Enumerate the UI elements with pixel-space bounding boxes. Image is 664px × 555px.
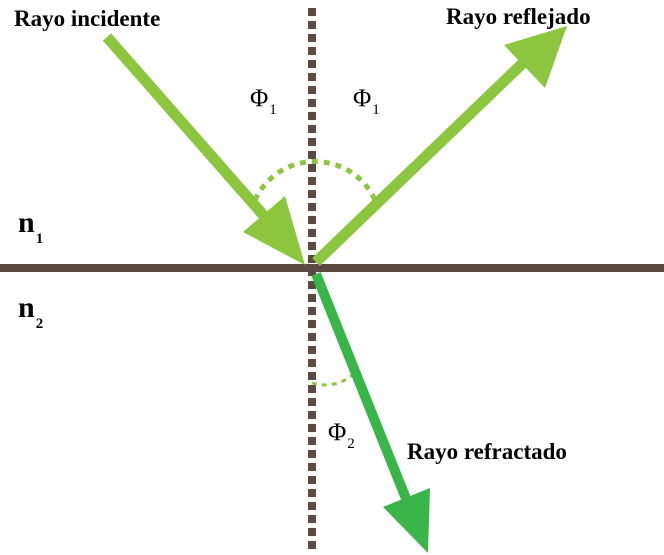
reflected-arrowhead xyxy=(504,26,567,88)
incident-ray xyxy=(102,33,305,265)
refracted-ray-label: Rayo refractado xyxy=(407,439,567,464)
refracted-arrowhead xyxy=(383,488,430,553)
incident-arrowhead xyxy=(243,196,305,265)
reflected-ray xyxy=(312,26,567,266)
angle-arc-refracted xyxy=(311,370,358,387)
angle-reflected-label: Φ1 xyxy=(353,85,380,118)
angle-incident-label: Φ1 xyxy=(250,85,277,118)
medium-2-label: n2 xyxy=(18,291,43,332)
incident-ray-label: Rayo incidente xyxy=(14,6,160,31)
refracted-ray xyxy=(311,272,430,553)
angle-arc-incident-reflected xyxy=(252,159,378,202)
angle-refracted-label: Φ2 xyxy=(328,419,355,452)
reflected-ray-label: Rayo reflejado xyxy=(446,4,591,29)
medium-1-label: n1 xyxy=(18,206,43,247)
